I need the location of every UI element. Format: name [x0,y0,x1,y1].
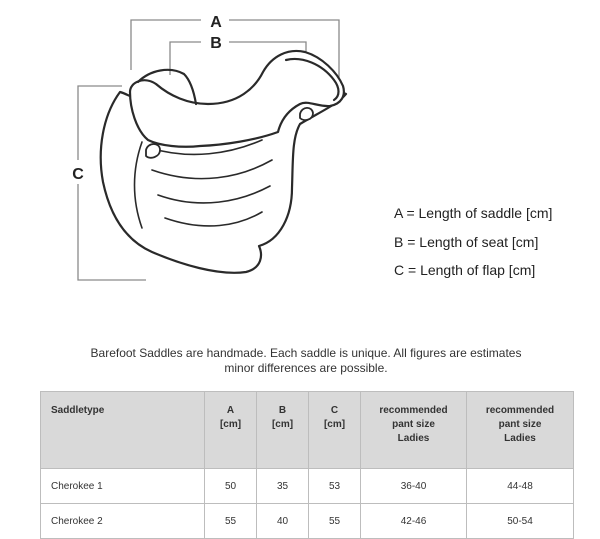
saddle-size-table: Saddletype A [cm] B [cm] C [cm] recommen… [40,391,574,539]
header-text: recommended [485,405,555,416]
header-text: B [278,405,287,416]
cell-pant-size-1: 36-40 [360,468,467,504]
header-unit: [cm] [323,419,346,430]
legend-item-a: A = Length of saddle [cm] [394,205,553,221]
label-a: A [210,14,222,31]
header-pant-size-2: recommended pant size Ladies [466,391,574,469]
saddle-illustration [99,49,348,274]
table-header-row: Saddletype A [cm] B [cm] C [cm] recommen… [40,391,574,469]
cell-saddletype: Cherokee 1 [40,468,205,504]
legend-item-b: B = Length of seat [cm] [394,233,539,250]
cell-b: 40 [256,503,309,539]
cell-pant-size-2: 44-48 [466,468,574,504]
cell-pant-size-1: 42-46 [360,503,467,539]
cell-c: 53 [308,468,361,504]
cell-saddletype: Cherokee 2 [40,503,205,539]
note-line-1: Barefoot Saddles are handmade. Each sadd… [90,346,522,360]
cell-b: 35 [256,468,309,504]
dimension-legend: A = Length of saddle [cm] B = Length of … [394,203,552,289]
note-line-2: minor differences are possible. [224,361,388,375]
cell-a: 55 [204,503,257,539]
table-row: Cherokee 1 50 35 53 36-40 44-48 [40,468,574,504]
header-text: C [330,405,339,416]
header-unit: [cm] [271,419,294,430]
header-b: B [cm] [256,391,309,469]
saddle-diagram: A B C [72,14,348,281]
legend-item-c: C = Length of flap [cm] [394,262,536,278]
header-text: pant size [498,419,542,430]
header-a: A [cm] [204,391,257,469]
header-text: pant size [392,419,435,430]
label-b: B [210,35,222,52]
table-row: Cherokee 2 55 40 55 42-46 50-54 [40,503,574,539]
header-text: Ladies [397,433,430,444]
dimension-lines [77,19,340,281]
header-c: C [cm] [308,391,361,469]
cell-c: 55 [308,503,361,539]
header-unit: [cm] [219,419,242,430]
handmade-note: Barefoot Saddles are handmade. Each sadd… [0,346,600,376]
header-text: Ladies [504,433,536,444]
label-c: C [72,166,84,183]
header-text: Saddletype [51,405,105,416]
header-text: A [226,405,235,416]
header-saddletype: Saddletype [40,391,205,469]
header-text: recommended [379,405,448,416]
cell-pant-size-2: 50-54 [466,503,574,539]
cell-a: 50 [204,468,257,504]
header-pant-size-1: recommended pant size Ladies [360,391,467,469]
